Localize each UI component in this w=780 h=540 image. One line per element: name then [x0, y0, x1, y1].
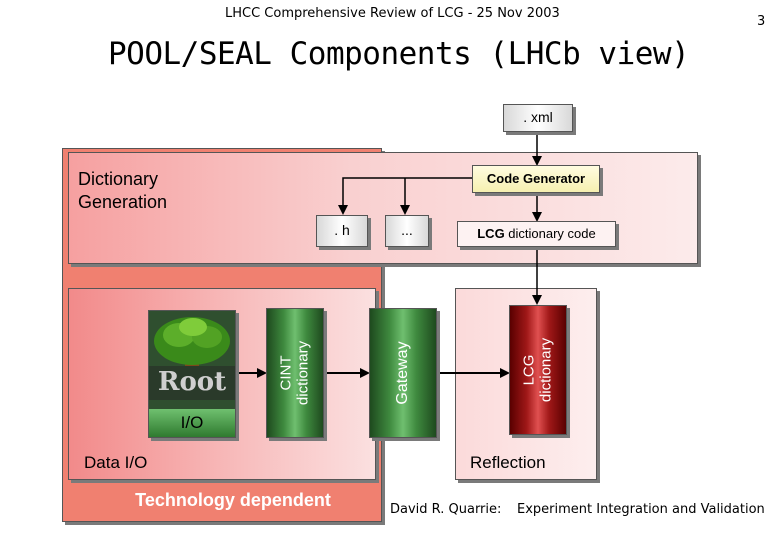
- gateway-box: Gateway: [369, 308, 437, 438]
- lcg-code-bold: LCG: [477, 226, 505, 241]
- dictionary-generation-label: Dictionary Generation: [78, 168, 167, 214]
- header-subtitle: LHCC Comprehensive Review of LCG - 25 No…: [225, 6, 560, 21]
- reflection-label: Reflection: [470, 453, 546, 472]
- h-file-label: . h: [334, 222, 350, 238]
- footer-author: David R. Quarrie:: [390, 502, 502, 517]
- h-file-box: . h: [316, 215, 368, 247]
- root-logo-text: Root: [157, 367, 227, 397]
- ellipsis-label: ...: [401, 222, 413, 238]
- lcg-dictionary-code-label: LCG dictionary code: [458, 226, 615, 241]
- lcg-code-rest: dictionary code: [504, 226, 596, 241]
- cint-line2: dictionary: [294, 340, 311, 406]
- dictionary-generation-line2: Generation: [78, 192, 168, 212]
- lcg-dictionary-box: LCG dictionary: [509, 305, 567, 435]
- cint-dictionary-label: CINT dictionary: [277, 340, 312, 406]
- ellipsis-box: ...: [385, 215, 429, 247]
- lcg-dictionary-code-box: LCG dictionary code: [457, 221, 616, 247]
- page-number: 3: [757, 14, 766, 29]
- lcg-dictionary-label: LCG dictionary: [520, 337, 555, 403]
- root-io-box: Root I/O: [148, 310, 236, 438]
- cint-dictionary-box: CINT dictionary: [266, 308, 324, 438]
- xml-file-box: . xml: [503, 104, 573, 132]
- code-generator-label: Code Generator: [486, 171, 586, 186]
- page-title: POOL/SEAL Components (LHCb view): [108, 36, 690, 72]
- gateway-label: Gateway: [394, 341, 412, 405]
- footer-section: Experiment Integration and Validation: [517, 502, 765, 517]
- data-io-label: Data I/O: [84, 453, 148, 472]
- io-label: I/O: [180, 413, 204, 432]
- xml-file-label: . xml: [523, 109, 553, 125]
- lcg-dict-line2: dictionary: [537, 337, 554, 403]
- lcg-dict-line1: LCG: [520, 354, 538, 386]
- technology-dependent-label: Technology dependent: [135, 490, 331, 510]
- code-generator-box: Code Generator: [472, 165, 600, 193]
- cint-line1: CINT: [277, 355, 295, 391]
- dictionary-generation-line1: Dictionary: [78, 169, 159, 189]
- io-band: [149, 409, 235, 437]
